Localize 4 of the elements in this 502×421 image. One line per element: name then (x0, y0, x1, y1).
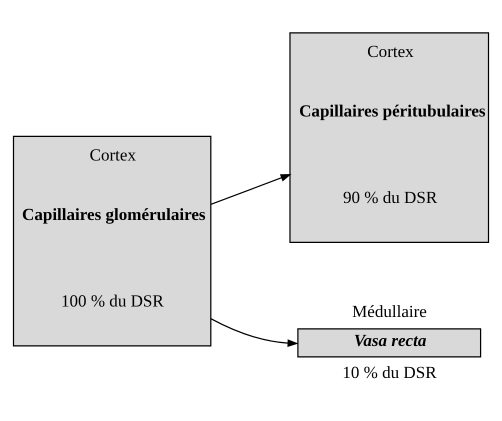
arrow (210, 318, 299, 346)
arrow (210, 174, 292, 204)
node-label: 10 % du DSR (342, 362, 437, 382)
node-label: Médullaire (352, 301, 427, 320)
